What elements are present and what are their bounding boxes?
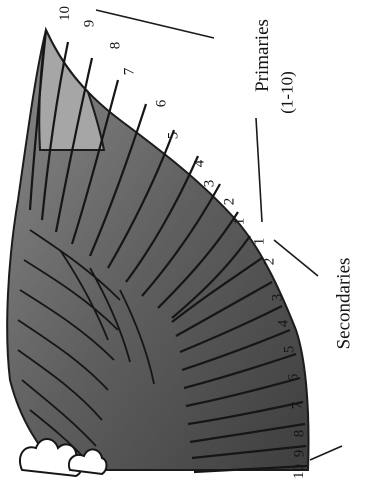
secondary-number: 7: [290, 402, 305, 410]
secondary-number: 3: [270, 294, 285, 302]
primary-number: 5: [166, 132, 181, 140]
primary-number: 2: [222, 198, 237, 206]
primary-number: 1: [232, 218, 247, 226]
secondary-number: 9: [292, 450, 307, 458]
secondary-number: 2: [262, 258, 277, 266]
secondary-number: 6: [286, 374, 301, 382]
secondary-number: 8: [292, 430, 307, 438]
primary-number: 8: [108, 42, 123, 50]
secondary-number: 1: [252, 238, 267, 246]
secondary-number: 5: [282, 346, 297, 354]
secondary-number: 10: [292, 464, 307, 479]
primaries-label: Primaries: [253, 19, 272, 92]
primary-number: 10: [58, 6, 73, 21]
primary-number: 6: [154, 100, 169, 108]
primary-number: 9: [82, 20, 97, 28]
primaries-range-label: (1-10): [279, 71, 296, 113]
primary-number: 3: [202, 180, 217, 188]
primary-tips: [39, 30, 104, 150]
secondaries-label: Secondaries: [334, 258, 353, 350]
primary-number: 7: [122, 68, 137, 76]
secondary-number: 4: [276, 320, 291, 328]
primary-number: 4: [192, 160, 207, 168]
